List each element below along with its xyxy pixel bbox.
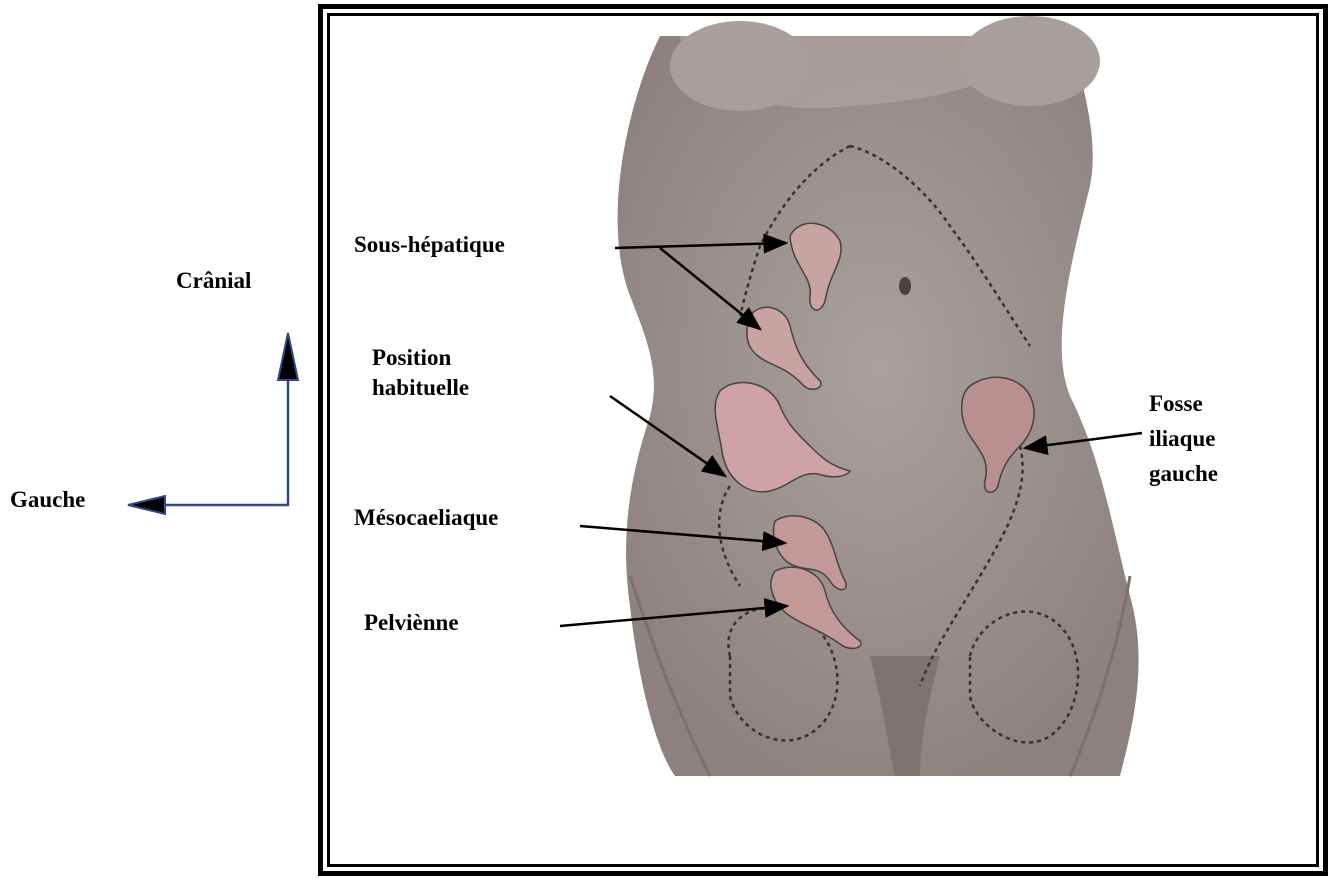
label-position-habituelle-1: Position	[368, 343, 455, 373]
illustration-panel: Sous-hépatique Position habituelle Mésoc…	[327, 13, 1319, 867]
left-arrowhead	[128, 496, 165, 514]
label-pelvienne: Pelviènne	[360, 608, 463, 638]
breast-right	[960, 16, 1100, 106]
cranial-label: Crânial	[176, 266, 251, 296]
navel	[899, 277, 911, 295]
label-mesocoeliaque: Mésocaeliaque	[350, 503, 502, 533]
breast-left	[670, 21, 810, 111]
label-fosse-2: iliaque	[1145, 424, 1219, 454]
label-position-habituelle-2: habituelle	[368, 373, 473, 403]
illustration-frame: Sous-hépatique Position habituelle Mésoc…	[318, 4, 1328, 876]
label-fosse-3: gauche	[1145, 459, 1222, 489]
label-sous-hepatique: Sous-hépatique	[350, 230, 509, 260]
cranial-arrowhead	[278, 333, 298, 380]
left-label: Gauche	[10, 485, 85, 515]
orientation-axes	[160, 372, 288, 505]
label-fosse-1: Fosse	[1145, 389, 1207, 419]
axis-line	[160, 372, 288, 505]
